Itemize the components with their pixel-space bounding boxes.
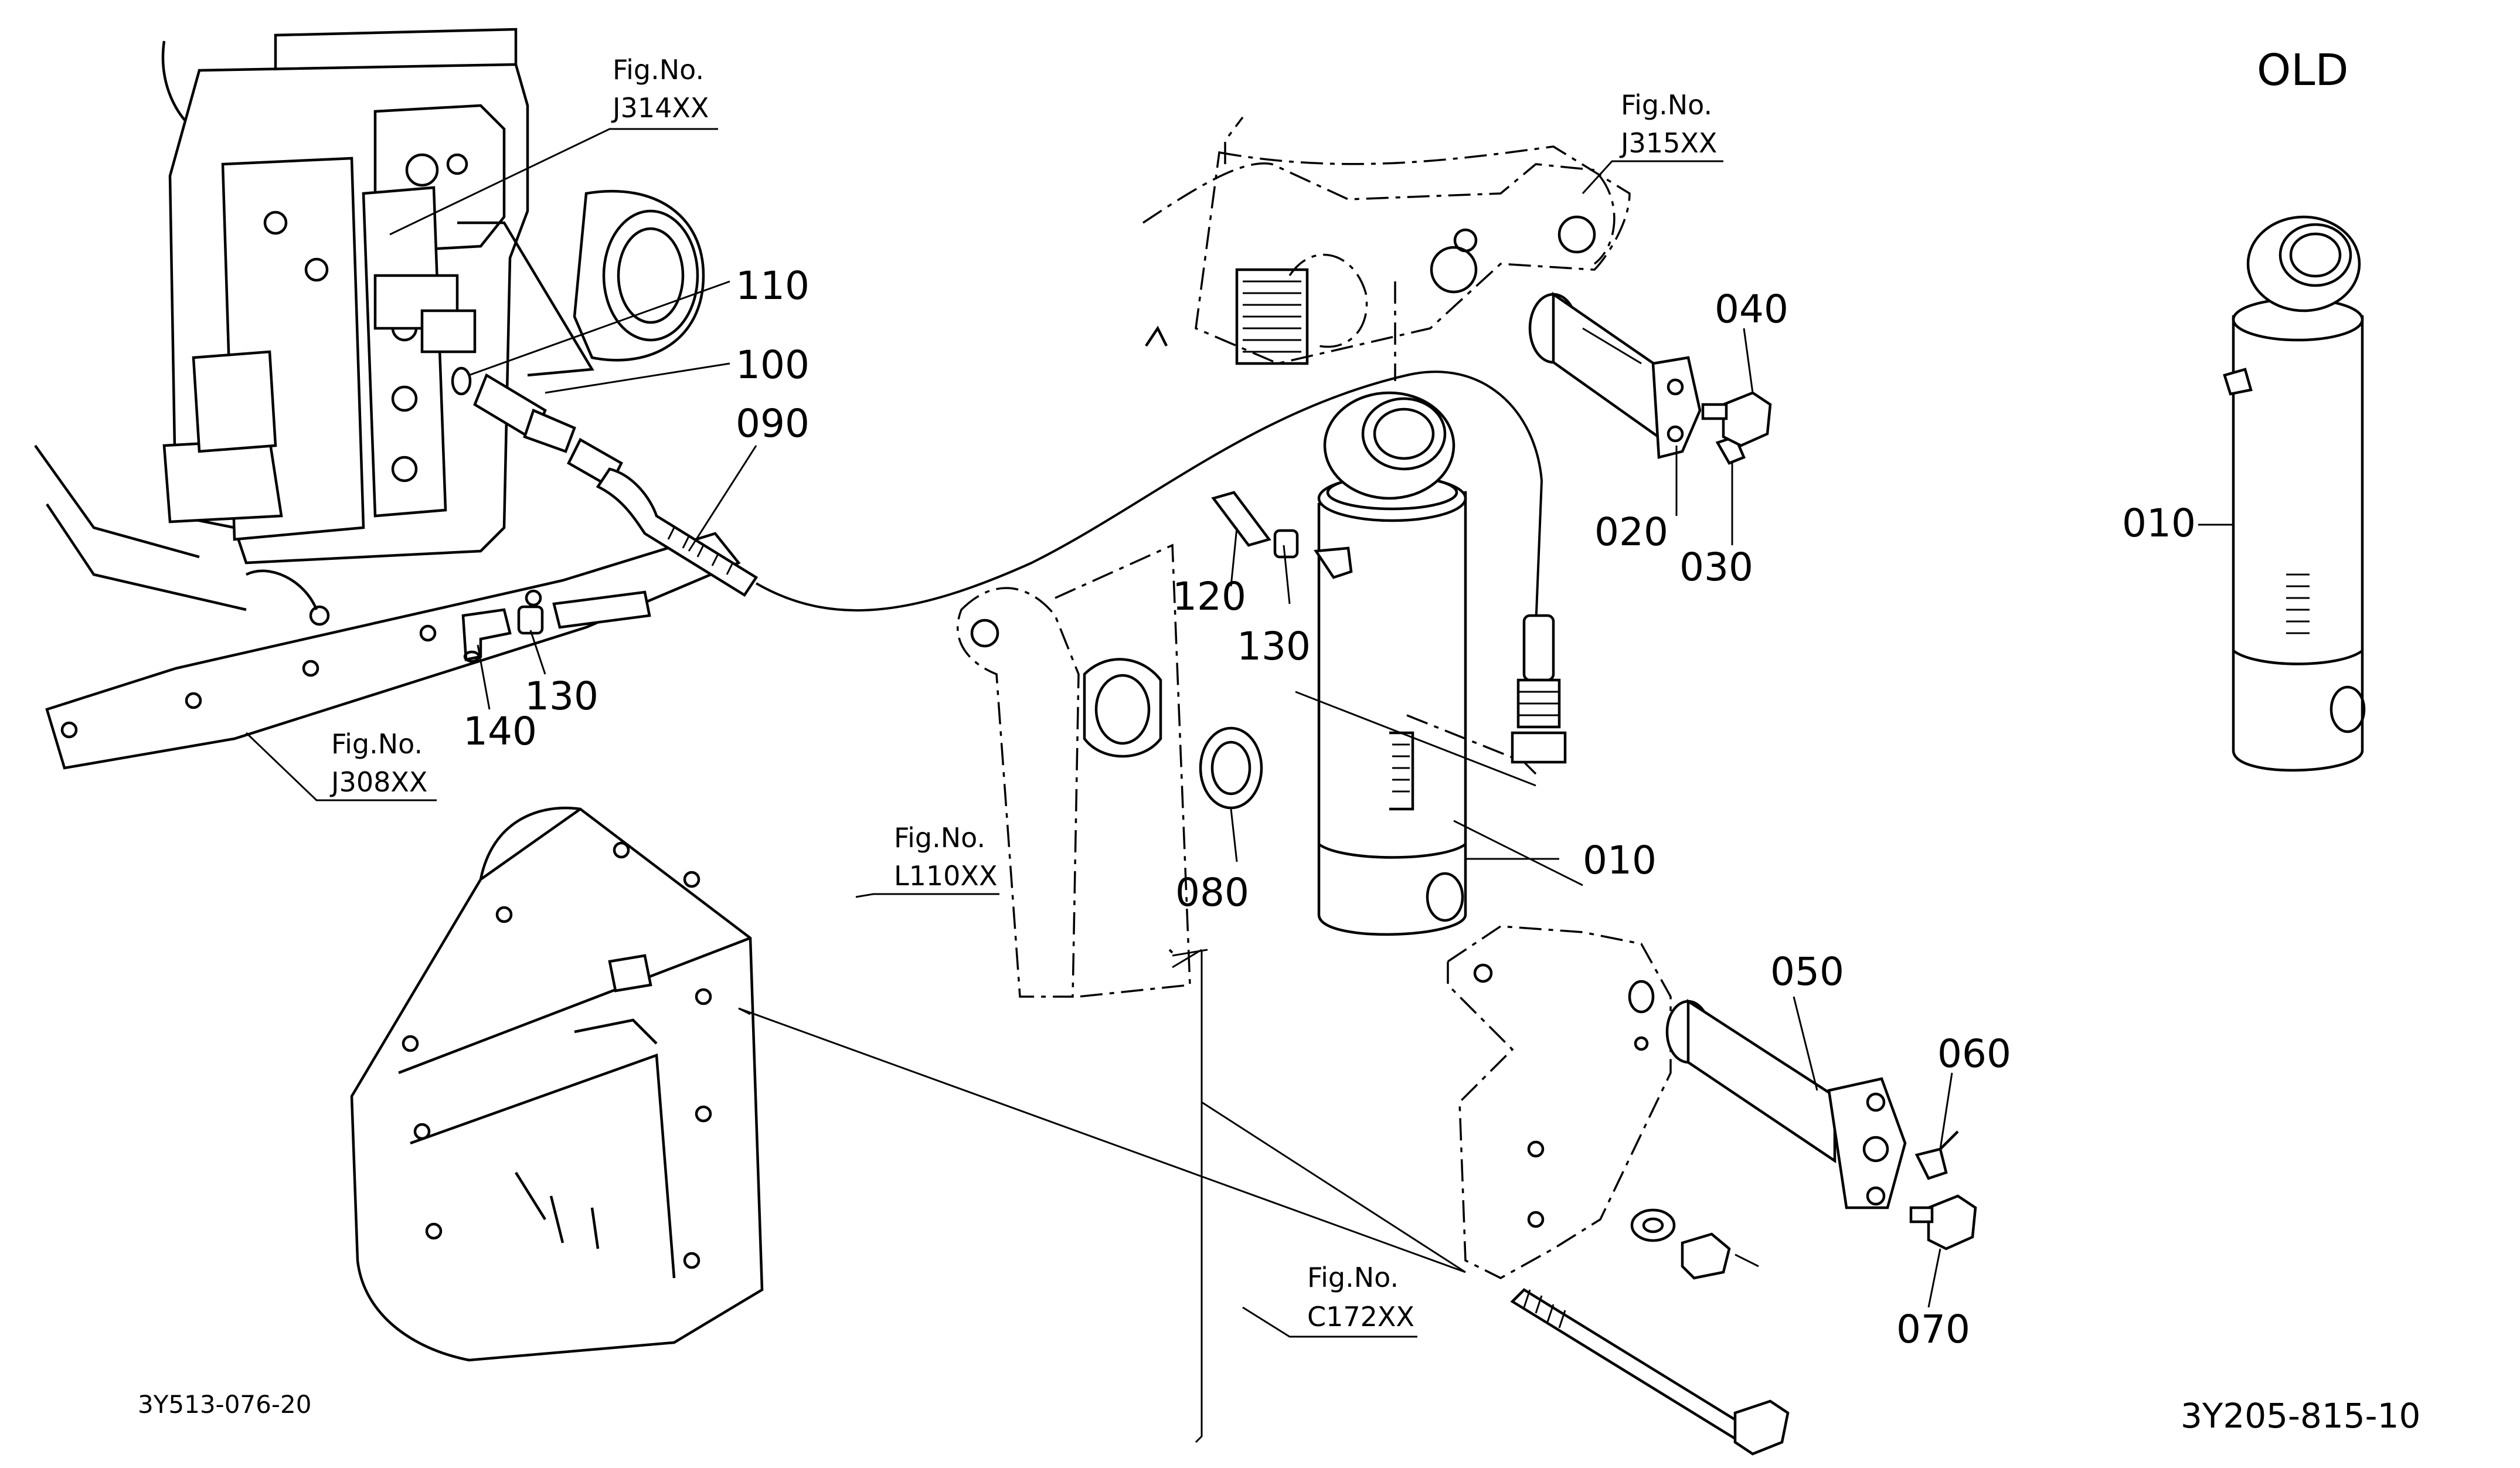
part-number-060: 060 <box>1937 1031 2011 1076</box>
part-number-090: 090 <box>736 401 810 446</box>
part-number-030: 030 <box>1679 545 1753 590</box>
part-010-old-lift-cylinder <box>2223 215 2366 772</box>
part-130-hose-clamp-center <box>1273 529 1353 579</box>
part-050-pin <box>1665 998 1907 1209</box>
old-label: OLD <box>2257 45 2348 96</box>
part-130-hose-clamp-left <box>517 605 544 635</box>
part-number-100: 100 <box>736 342 810 388</box>
part-020-pin <box>1528 291 1702 459</box>
part-number-080: 080 <box>1175 870 1249 915</box>
old-label-text: OLD <box>2257 45 2348 96</box>
fig-ref-c172: Fig.No. C172XX <box>1307 1262 1414 1333</box>
fig-ref-c172-label: Fig.No. <box>1307 1262 1399 1293</box>
fig-ref-l110-code: L110XX <box>894 860 997 892</box>
part-number-110: 110 <box>736 263 810 308</box>
lift-arm-bracket <box>1142 116 1631 365</box>
part-number-070: 070 <box>1896 1307 1970 1352</box>
part-140-elbow-fitting <box>461 608 512 663</box>
part-number-labels: 110 100 090 120 130 130 140 080 010 020 … <box>463 263 2196 1352</box>
part-090-hydraulic-hose <box>567 371 1543 628</box>
part-number-040: 040 <box>1715 287 1788 332</box>
part-hose-end-left <box>552 590 651 629</box>
fig-ref-j315-code: J315XX <box>1619 127 1717 159</box>
figure-reference-labels: Fig.No. J314XX Fig.No. J315XX Fig.No. J3… <box>329 54 1717 1333</box>
fig-ref-j315: Fig.No. J315XX <box>1619 89 1717 159</box>
fig-ref-j315-label: Fig.No. <box>1621 89 1712 121</box>
part-number-010-old: 010 <box>2122 501 2196 546</box>
leader-lines <box>245 128 2233 1338</box>
assembly-guide-lines <box>738 691 1583 1443</box>
part-number-050: 050 <box>1770 949 1844 994</box>
drawing-code-right: 3Y205-815-10 <box>2181 1396 2420 1436</box>
center-support-bracket <box>957 543 1191 998</box>
part-110-o-ring <box>451 366 472 396</box>
part-120-hose-sleeve <box>1211 491 1271 547</box>
part-number-130-left: 130 <box>525 674 598 719</box>
part-040-bolt <box>1701 391 1772 447</box>
part-100-adapter <box>473 373 576 453</box>
drawing-codes: 3Y513-076-20 3Y205-815-10 <box>138 1390 2420 1436</box>
fig-ref-l110: Fig.No. L110XX <box>894 822 997 892</box>
part-060-grease-nipple <box>1914 1130 1959 1180</box>
fig-ref-j308-label: Fig.No. <box>331 728 423 760</box>
fig-ref-j314-label: Fig.No. <box>613 54 704 86</box>
part-hose-end-right <box>1511 614 1567 764</box>
drawing-code-left: 3Y513-076-20 <box>138 1390 311 1419</box>
part-080-bushing <box>1083 658 1263 810</box>
part-number-120: 120 <box>1172 574 1246 619</box>
fig-ref-j314-code: J314XX <box>611 92 709 124</box>
lower-mount-bracket <box>1447 925 1672 1279</box>
fig-ref-j308-code: J308XX <box>329 766 427 798</box>
fig-ref-j314: Fig.No. J314XX <box>611 54 709 124</box>
fig-ref-j308: Fig.No. J308XX <box>329 728 427 798</box>
rear-axle-housing <box>350 806 764 1362</box>
part-010-lift-cylinder <box>1317 281 1537 936</box>
valve-housing-assembly <box>34 28 741 770</box>
mount-bolt-assembly <box>1510 1208 1790 1456</box>
part-number-020: 020 <box>1594 509 1668 555</box>
part-number-140: 140 <box>463 709 537 754</box>
part-number-130-center: 130 <box>1237 624 1311 669</box>
part-number-010: 010 <box>1583 838 1657 883</box>
part-070-bolt <box>1909 1194 1977 1250</box>
fig-ref-l110-label: Fig.No. <box>894 822 985 854</box>
fig-ref-c172-code: C172XX <box>1307 1301 1414 1333</box>
